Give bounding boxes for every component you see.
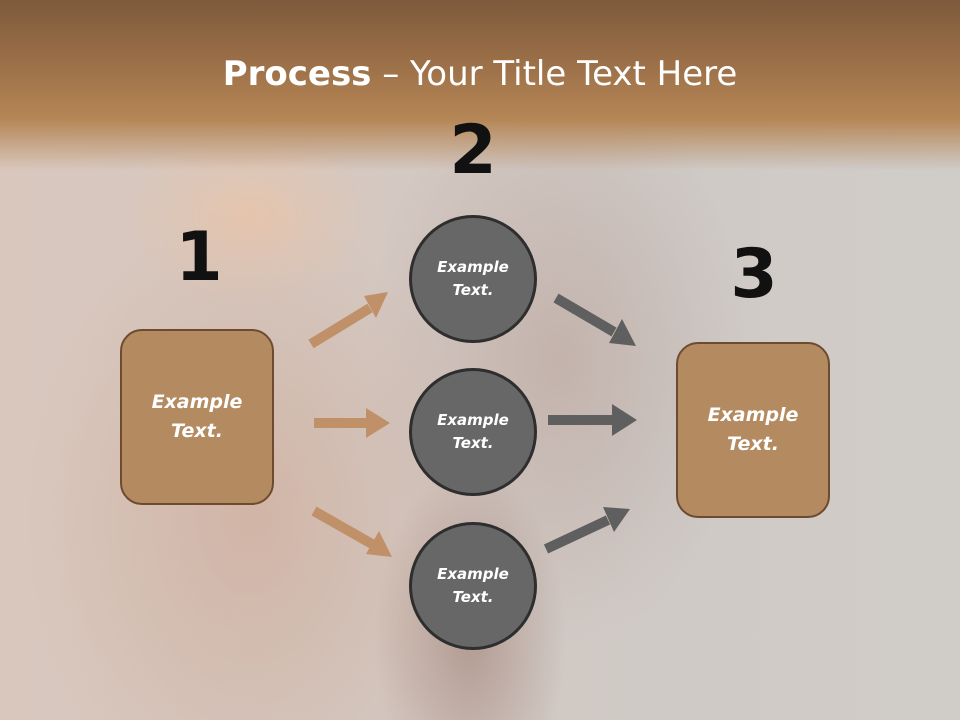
arrow-1-to-middle bbox=[314, 408, 390, 438]
title-rest: – Your Title Text Here bbox=[371, 54, 738, 94]
header-band bbox=[0, 0, 960, 170]
step-3-label: Example Text. bbox=[707, 404, 799, 455]
title-bold: Process bbox=[222, 54, 372, 94]
step-number-3: 3 bbox=[730, 235, 778, 314]
arrow-top-to-3 bbox=[553, 293, 636, 346]
arrow-bottom-to-3 bbox=[543, 507, 630, 554]
step-2-node-middle: Example Text. bbox=[409, 368, 537, 496]
step-number-1: 1 bbox=[175, 218, 223, 297]
step-2-node-bottom: Example Text. bbox=[409, 522, 537, 650]
node-bottom-label: Example Text. bbox=[437, 565, 509, 606]
arrow-middle-to-3 bbox=[548, 404, 637, 436]
step-2-node-top: Example Text. bbox=[409, 215, 537, 343]
slide-title: Process – Your Title Text Here bbox=[0, 52, 960, 96]
step-number-2: 2 bbox=[449, 111, 497, 190]
step-1-box: Example Text. bbox=[120, 329, 274, 505]
node-top-label: Example Text. bbox=[437, 258, 509, 299]
step-3-box: Example Text. bbox=[676, 342, 830, 518]
arrow-1-to-top bbox=[308, 292, 388, 349]
node-middle-label: Example Text. bbox=[437, 411, 509, 452]
step-1-label: Example Text. bbox=[151, 391, 243, 442]
arrow-1-to-bottom bbox=[311, 506, 392, 557]
